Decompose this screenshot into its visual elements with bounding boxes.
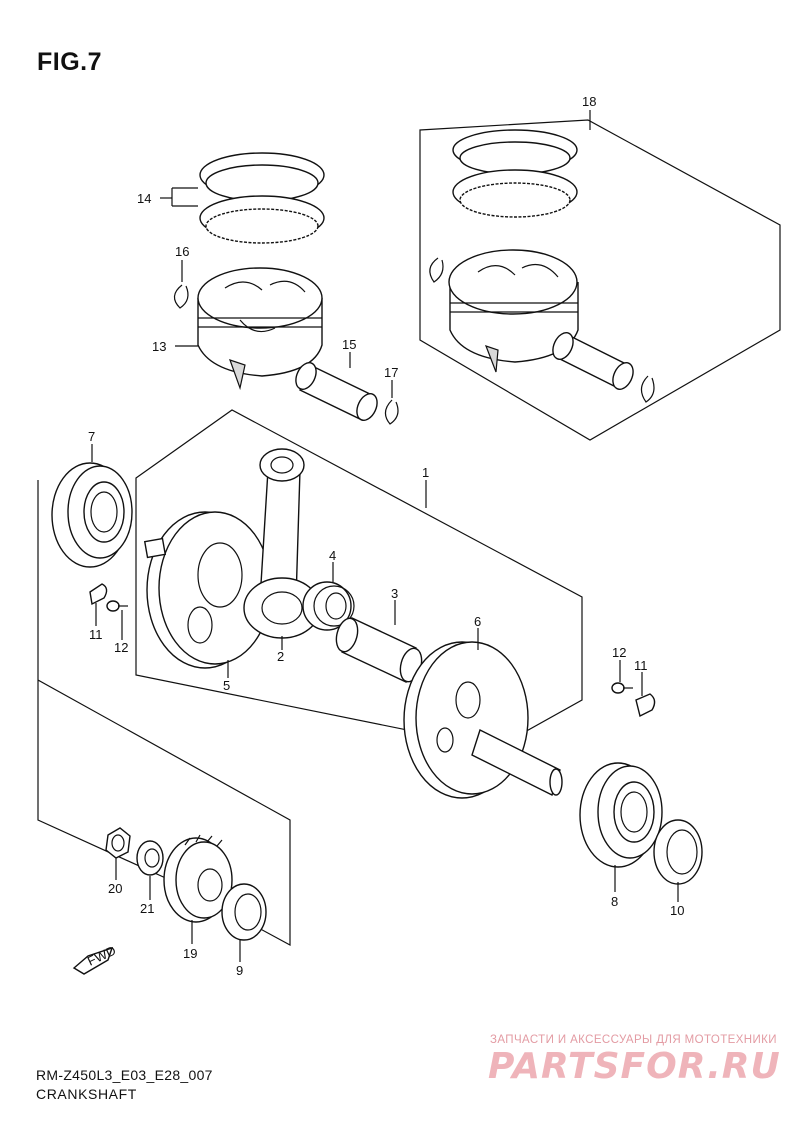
screw-right bbox=[611, 682, 633, 694]
callout-20: 20 bbox=[108, 881, 122, 896]
oil-seal-left bbox=[221, 883, 267, 941]
piston-kit-pin bbox=[552, 332, 634, 390]
callout-11-right: 11 bbox=[634, 658, 648, 673]
callout-11-left: 11 bbox=[89, 627, 103, 642]
callout-21: 21 bbox=[140, 901, 154, 916]
bearing-left bbox=[51, 462, 133, 568]
nut bbox=[105, 827, 131, 859]
screw-left bbox=[106, 600, 128, 612]
washer-left bbox=[89, 583, 108, 606]
callout-17: 17 bbox=[384, 365, 398, 380]
needle-bearing bbox=[302, 581, 355, 631]
piston-kit-circlip-left bbox=[429, 257, 444, 283]
footer-code: RM-Z450L3_E03_E28_007 bbox=[36, 1067, 213, 1083]
callout-9: 9 bbox=[236, 963, 243, 978]
fig-title: FIG.7 bbox=[37, 48, 103, 76]
circlip-left bbox=[173, 284, 189, 309]
bearing-right bbox=[579, 762, 663, 868]
callout-15: 15 bbox=[342, 337, 356, 352]
piston bbox=[197, 267, 323, 391]
callout-5: 5 bbox=[223, 678, 230, 693]
callout-12-right: 12 bbox=[612, 645, 626, 660]
callout-12-left: 12 bbox=[114, 640, 128, 655]
washer-right bbox=[635, 693, 656, 718]
connecting-rod bbox=[243, 448, 321, 639]
watermark-logo: PARTSFOR.RU bbox=[488, 1046, 781, 1087]
lower-group-frame bbox=[37, 480, 291, 947]
circlip-right bbox=[384, 399, 399, 425]
drive-gear bbox=[163, 834, 233, 923]
crankshaft-assy-group-frame bbox=[135, 409, 583, 749]
crank-pin bbox=[335, 617, 423, 683]
leader-lines bbox=[91, 110, 679, 962]
callout-4: 4 bbox=[329, 548, 336, 563]
callout-14: 14 bbox=[137, 191, 151, 206]
piston-kit-circlip-right bbox=[640, 375, 655, 403]
crank-web-right bbox=[403, 641, 563, 799]
washer-lower bbox=[136, 840, 164, 876]
callout-13: 13 bbox=[152, 339, 166, 354]
callout-18: 18 bbox=[582, 94, 596, 109]
fwd-label: FWD bbox=[85, 943, 118, 969]
callout-2: 2 bbox=[277, 649, 284, 664]
footer-name: CRANKSHAFT bbox=[36, 1086, 137, 1102]
piston-pin bbox=[295, 362, 378, 421]
callout-numbers: 1 2 3 4 5 6 7 8 9 10 11 12 13 14 15 16 1… bbox=[88, 94, 684, 978]
piston-kit-rings bbox=[452, 129, 578, 218]
piston-kit-piston bbox=[448, 249, 579, 373]
oil-seal-right bbox=[653, 819, 703, 885]
fwd-arrow-icon: FWD bbox=[72, 943, 118, 975]
callout-6: 6 bbox=[474, 614, 481, 629]
callout-3: 3 bbox=[391, 586, 398, 601]
piston-kit-group-frame bbox=[419, 119, 781, 441]
watermark-tagline: ЗАПЧАСТИ И АКСЕССУАРЫ ДЛЯ МОТОТЕХНИКИ bbox=[490, 1034, 777, 1046]
callout-7: 7 bbox=[88, 429, 95, 444]
callout-16: 16 bbox=[175, 244, 189, 259]
callout-8: 8 bbox=[611, 894, 618, 909]
crank-web-left bbox=[143, 511, 272, 669]
callout-10: 10 bbox=[670, 903, 684, 918]
callout-19: 19 bbox=[183, 946, 197, 961]
callout-1: 1 bbox=[422, 465, 429, 480]
piston-rings bbox=[199, 152, 325, 244]
